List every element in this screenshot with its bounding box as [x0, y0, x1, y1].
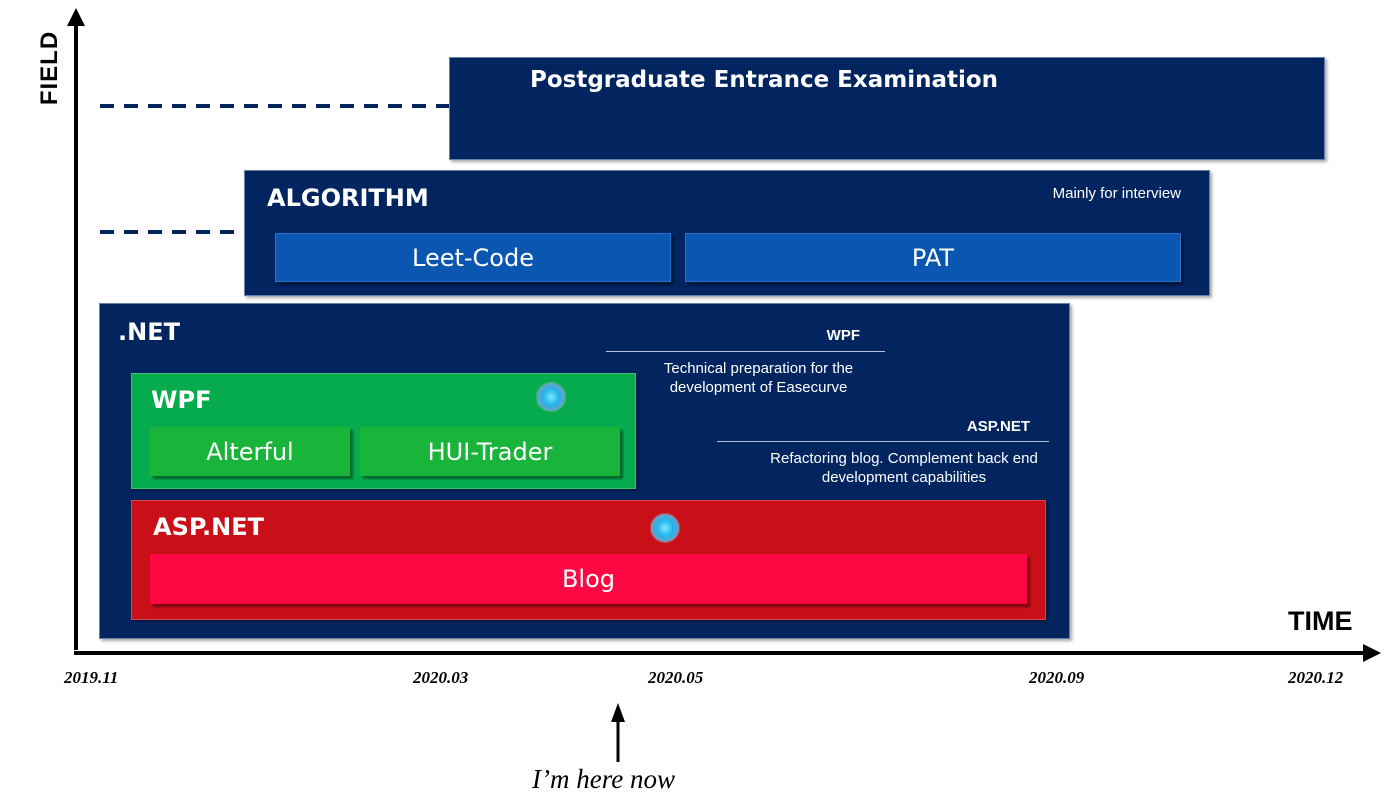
tick-2020-03: 2020.03: [413, 668, 469, 687]
chip-alterful: Alterful: [150, 427, 350, 476]
wpf-callout-text: Technical preparation for the developmen…: [663, 360, 854, 396]
aspnet-callout-dot: [651, 514, 679, 542]
chip-hui-trader: HUI-Trader: [360, 427, 620, 476]
y-axis-label: FIELD: [36, 30, 63, 106]
aspnet-callout-rule: [717, 441, 1049, 442]
wpf-callout-title: WPF: [826, 327, 860, 344]
aspnet-panel: ASP.NET Blog: [131, 500, 1046, 620]
wpf-callout-dot: [537, 383, 565, 411]
here-arrow-head: [611, 703, 625, 722]
algorithm-title: ALGORITHM: [267, 184, 429, 212]
x-axis-arrowhead: [1363, 644, 1381, 662]
aspnet-title: ASP.NET: [153, 513, 265, 541]
dotnet-title: .NET: [118, 318, 180, 346]
wpf-callout-rule: [606, 351, 885, 352]
postgrad-title: Postgraduate Entrance Examination: [530, 67, 999, 93]
algorithm-note: Mainly for interview: [1052, 185, 1181, 202]
here-marker-label: I’m here now: [532, 764, 675, 794]
tick-2020-05: 2020.05: [648, 668, 704, 687]
tick-2020-09: 2020.09: [1029, 668, 1085, 687]
y-axis-arrowhead: [67, 8, 85, 26]
aspnet-callout-title: ASP.NET: [966, 418, 1030, 435]
tick-2019-11: 2019.11: [64, 668, 119, 687]
tick-2020-12: 2020.12: [1288, 668, 1344, 687]
postgrad-panel: Postgraduate Entrance Examination: [449, 57, 1325, 160]
x-axis-label: TIME: [1288, 606, 1353, 636]
chip-blog: Blog: [150, 554, 1027, 604]
wpf-title: WPF: [151, 386, 212, 414]
chip-pat: PAT: [685, 233, 1181, 282]
algorithm-panel: ALGORITHM Mainly for interview Leet-Code…: [244, 170, 1210, 296]
chip-leet-code: Leet-Code: [275, 233, 671, 282]
aspnet-callout-text: Refactoring blog. Complement back end de…: [770, 450, 1038, 486]
